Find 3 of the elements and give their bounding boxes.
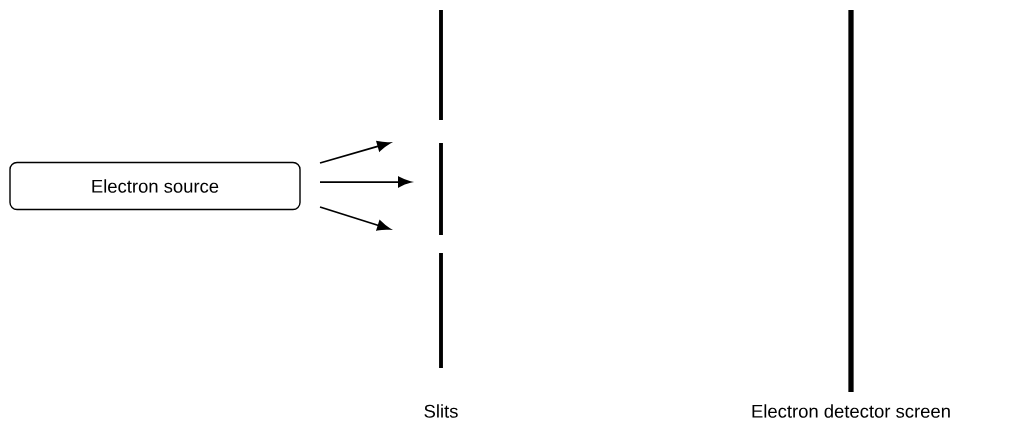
source-box: Electron source bbox=[9, 161, 301, 211]
part-label: Slits bbox=[424, 404, 458, 418]
part-label: Electron detector screen bbox=[752, 404, 950, 418]
